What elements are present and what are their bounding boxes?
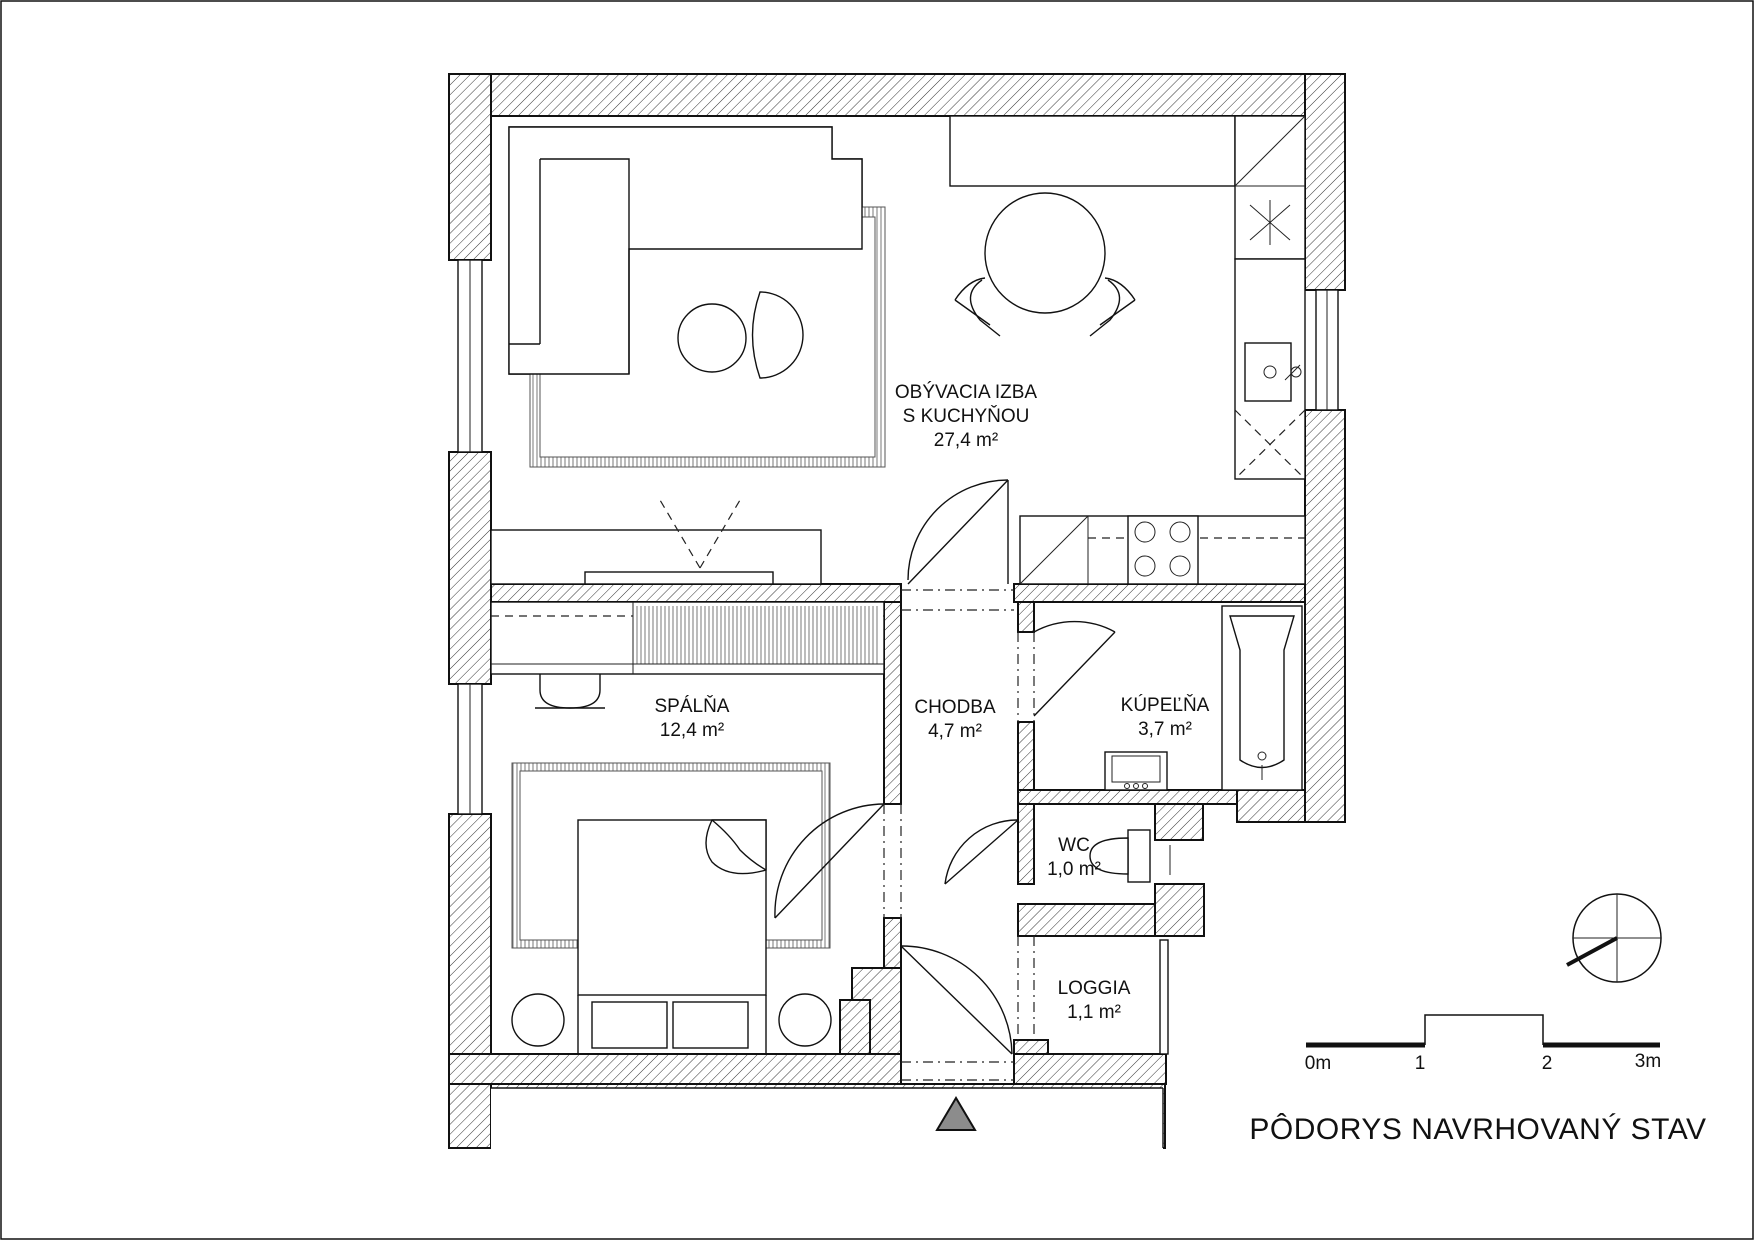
windows — [457, 259, 1339, 1055]
living-room-name-line2: S KUCHYŇOU — [903, 405, 1030, 427]
scale-bar — [1306, 1014, 1660, 1048]
loggia-name: LOGGIA — [1058, 978, 1131, 999]
bathroom-furniture — [1089, 605, 1303, 883]
drawing-title: PÔDORYS NAVRHOVANÝ STAV — [1249, 1112, 1706, 1146]
bedroom-furniture — [490, 601, 885, 1054]
wc-name: WC — [1058, 835, 1090, 856]
entrance-triangle-icon — [935, 1096, 977, 1131]
scale-label-0: 0m — [1305, 1053, 1331, 1074]
scale-label-2: 2 — [1542, 1053, 1553, 1074]
bathroom-area: 3,7 m² — [1138, 719, 1192, 740]
scale-label-3: 3m — [1635, 1051, 1661, 1072]
north-arrow-icon — [1566, 893, 1662, 983]
scale-label-1: 1 — [1415, 1053, 1426, 1074]
living-furniture — [490, 115, 1306, 585]
living-room-name-line1: OBÝVACIA IZBA — [895, 382, 1038, 403]
living-room-area: 27,4 m² — [934, 430, 998, 451]
wc-area: 1,0 m² — [1047, 859, 1101, 880]
hall-area: 4,7 m² — [928, 721, 982, 742]
bedroom-area: 12,4 m² — [660, 720, 724, 741]
doors — [774, 479, 1116, 1081]
loggia-area: 1,1 m² — [1067, 1002, 1121, 1023]
bathroom-name: KÚPEĽŇA — [1121, 694, 1210, 716]
hall-name: CHODBA — [914, 697, 996, 718]
bedroom-name: SPÁLŇA — [655, 695, 730, 717]
